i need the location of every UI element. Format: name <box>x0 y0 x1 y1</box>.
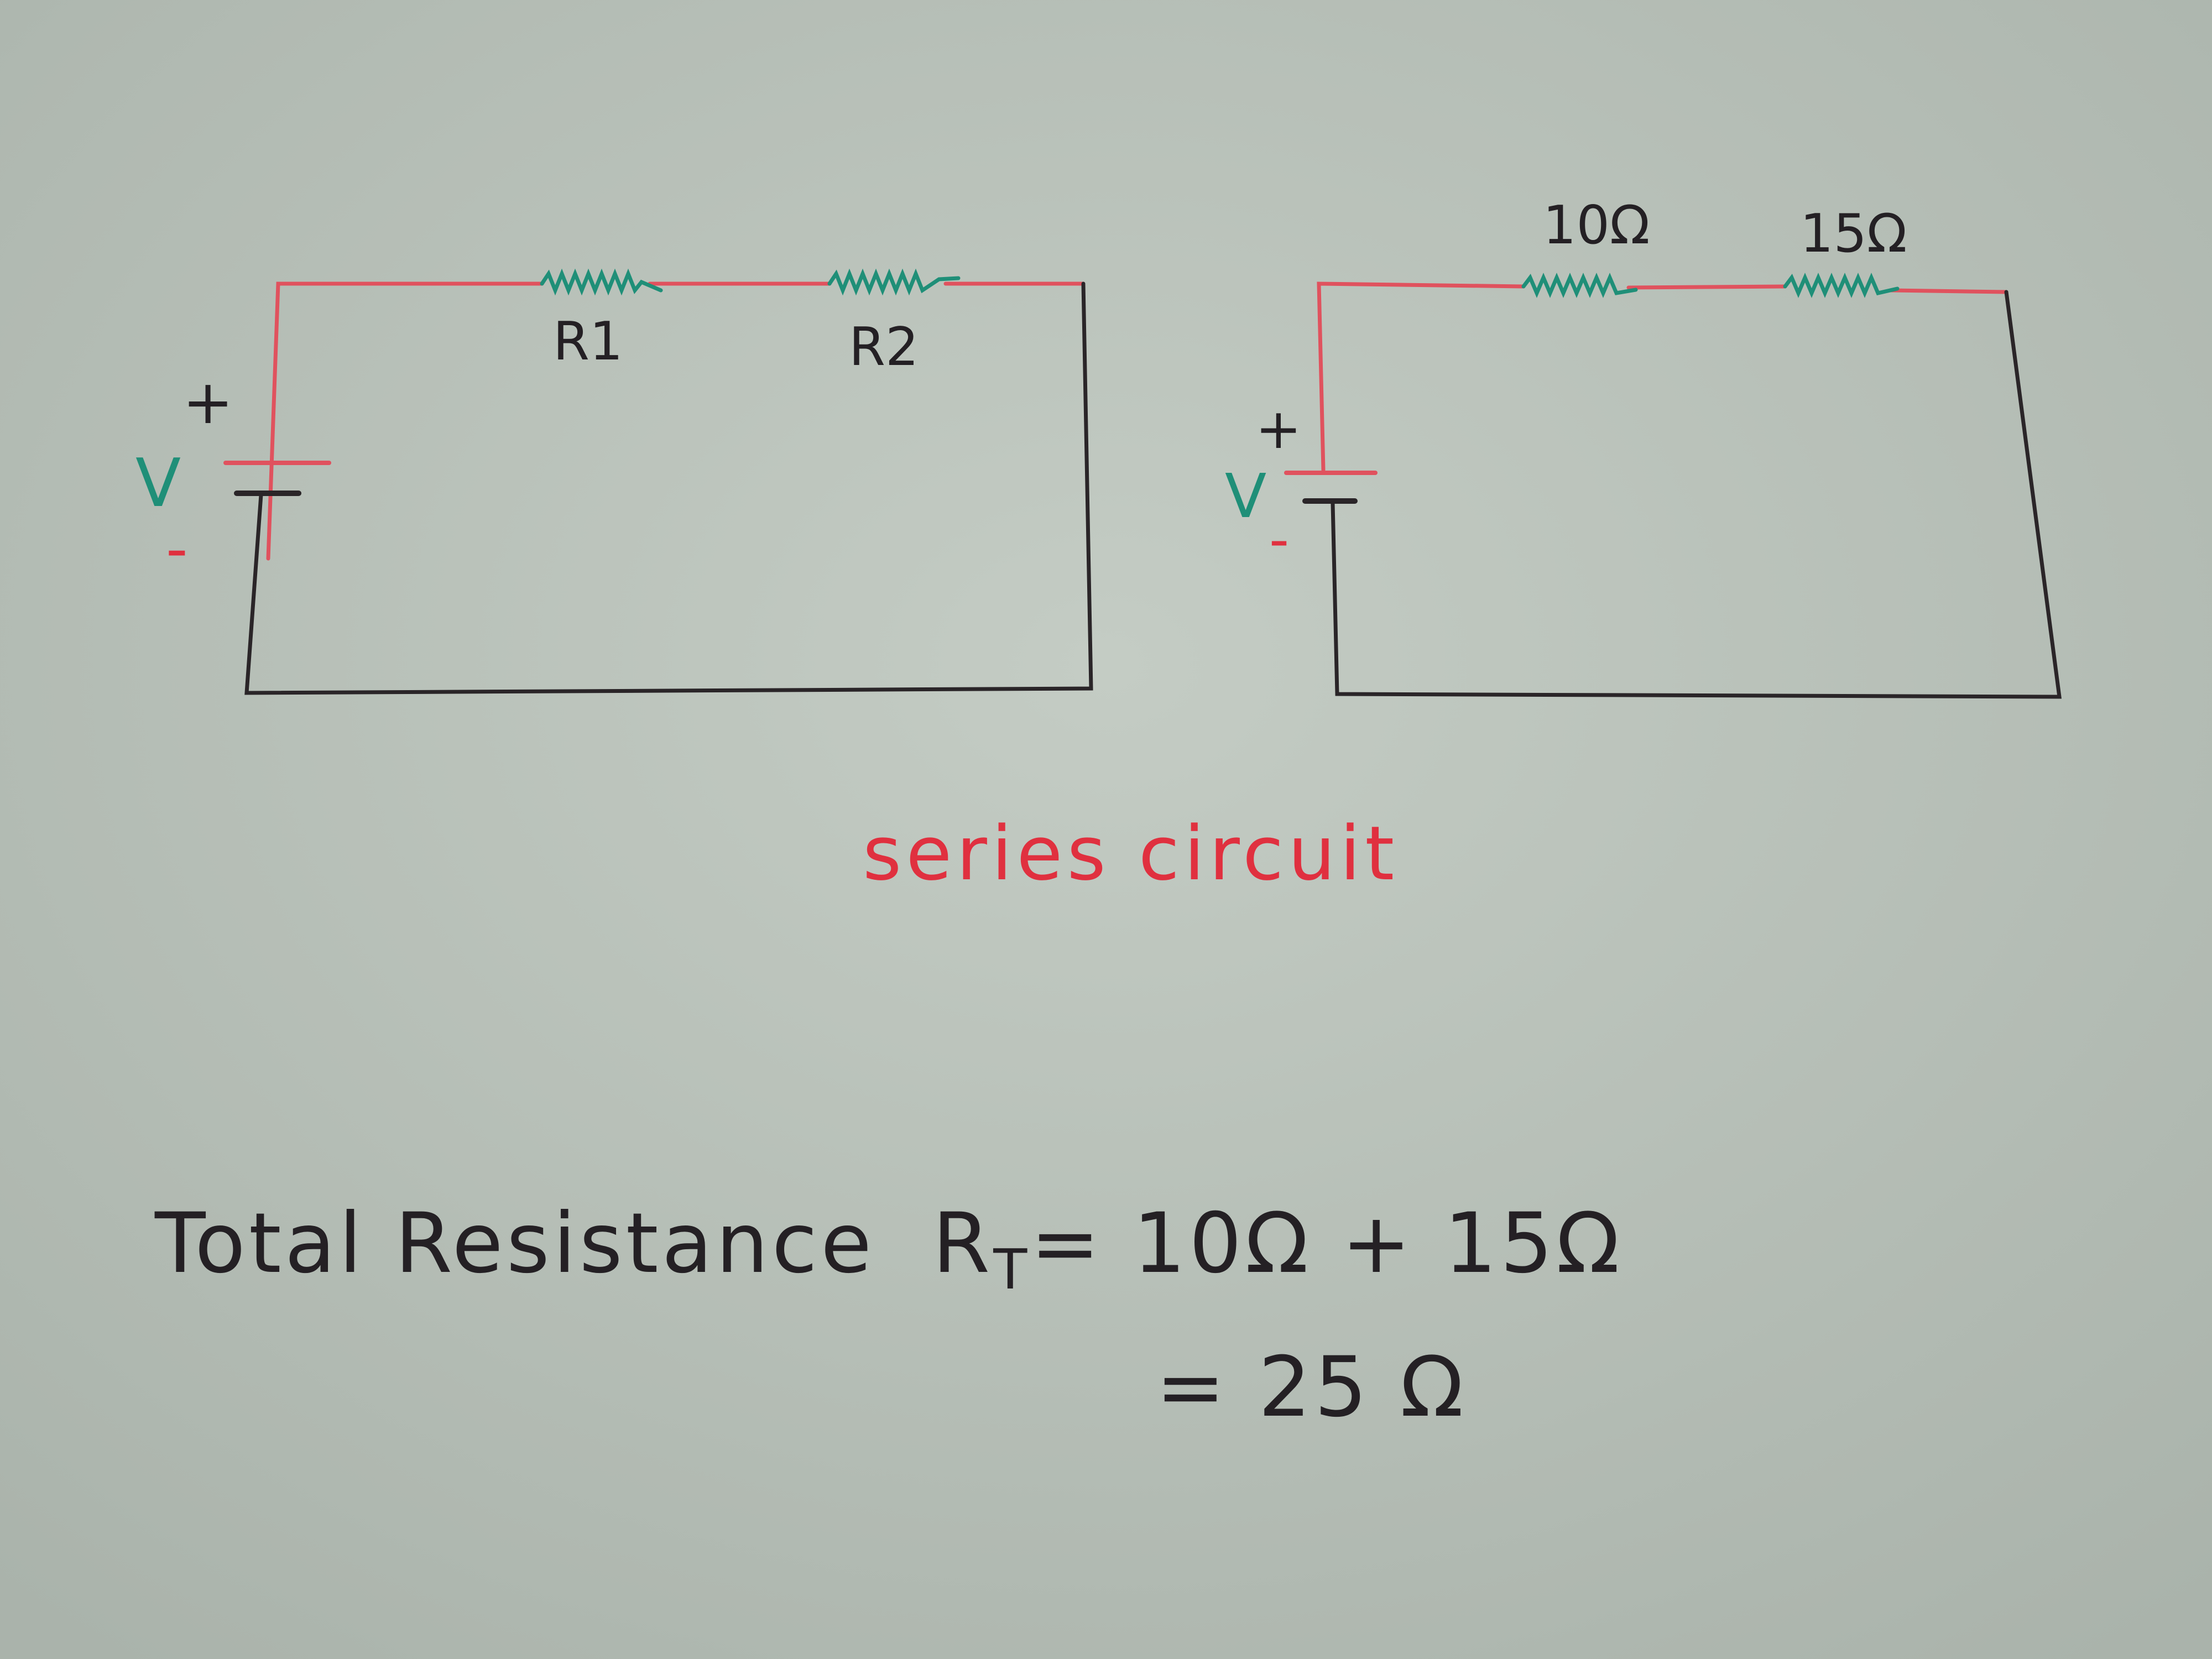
right-top-wire <box>1317 281 2008 472</box>
right-minus-label: - <box>1269 507 1289 572</box>
resistor-15-ohm <box>1783 273 1900 298</box>
resistor-r2 <box>827 268 961 296</box>
right-black-wire <box>1331 290 2062 699</box>
resistor-r1 <box>540 268 663 296</box>
left-top-wire <box>266 281 1086 561</box>
resistor-10-ohm <box>1521 273 1638 298</box>
r1-label: R1 <box>553 311 623 372</box>
left-plus-label: + <box>182 367 233 437</box>
left-minus-label: - <box>166 513 188 584</box>
equation-subscript: T <box>993 1237 1030 1302</box>
resistor-10-ohm-label: 10Ω <box>1543 195 1650 256</box>
equation-line-1: Total Resistance RT= 10Ω + 15Ω <box>154 1196 1623 1302</box>
left-circuit <box>223 268 1093 695</box>
equation-rhs: = 10Ω + 15Ω <box>1030 1196 1623 1292</box>
right-voltage-label: V <box>1225 461 1266 531</box>
left-voltage-label: V <box>135 445 181 522</box>
diagram-title: series circuit <box>863 810 1399 897</box>
resistor-15-ohm-label: 15Ω <box>1800 204 1907 264</box>
right-plus-label: + <box>1255 397 1302 461</box>
r2-label: R2 <box>849 317 919 378</box>
equation-line-2: = 25 Ω <box>1156 1339 1467 1436</box>
equation-symbol: R <box>932 1196 993 1292</box>
left-black-wire <box>244 281 1093 695</box>
right-circuit <box>1284 273 2062 699</box>
equation-prefix: Total Resistance <box>154 1196 875 1292</box>
